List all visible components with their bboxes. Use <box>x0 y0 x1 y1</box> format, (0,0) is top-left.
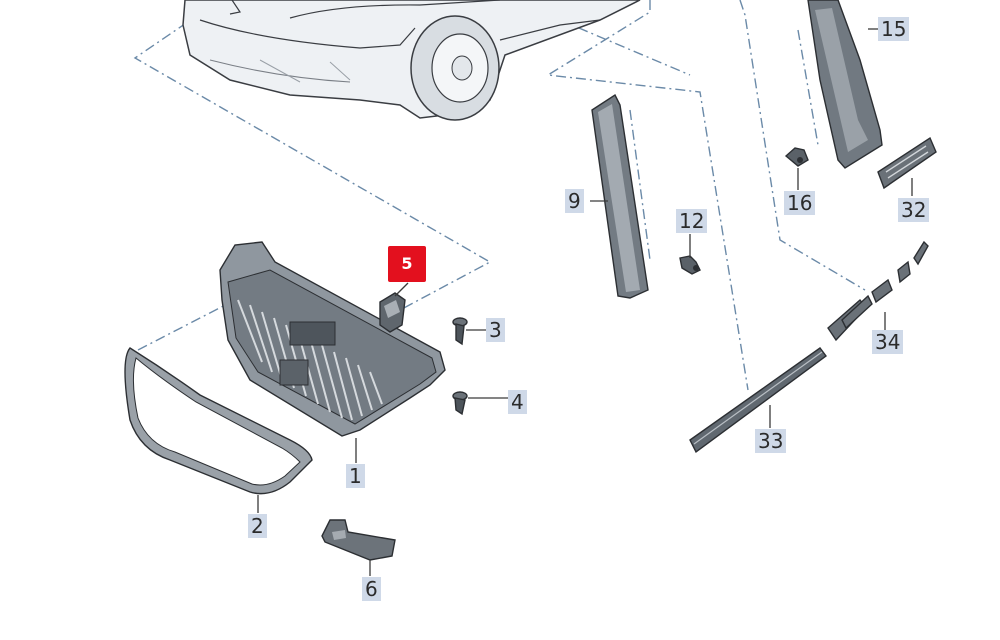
bracket-part[interactable] <box>321 519 396 561</box>
radiator-grille-part[interactable] <box>219 241 446 437</box>
callout-part-3[interactable]: 3 <box>486 318 505 342</box>
pillar-clip-part[interactable] <box>679 255 701 275</box>
lettering-emblems-part[interactable] <box>827 240 929 342</box>
callout-part-6[interactable]: 6 <box>362 577 381 601</box>
clip-part[interactable] <box>452 391 468 416</box>
screw-part[interactable] <box>452 317 468 346</box>
callout-part-12[interactable]: 12 <box>676 209 708 233</box>
callout-part-1[interactable]: 1 <box>346 464 365 488</box>
callout-part-34[interactable]: 34 <box>872 330 904 354</box>
callout-part-2[interactable]: 2 <box>248 514 267 538</box>
callout-part-5-selected[interactable]: 5 <box>388 246 426 282</box>
callout-part-32[interactable]: 32 <box>898 198 930 222</box>
rear-pillar-trim-part[interactable] <box>807 0 883 169</box>
door-strip-part[interactable] <box>689 347 827 454</box>
badge-part[interactable] <box>877 136 937 190</box>
leader-lines <box>257 28 913 576</box>
callout-part-33[interactable]: 33 <box>755 429 787 453</box>
trim-clip-part[interactable] <box>784 147 809 167</box>
callout-part-9[interactable]: 9 <box>565 189 584 213</box>
vehicle-front-illustration <box>182 0 641 121</box>
callout-part-16[interactable]: 16 <box>784 191 816 215</box>
pillar-trim-part[interactable] <box>591 93 649 299</box>
grille-frame-part[interactable] <box>124 347 313 495</box>
callout-part-15[interactable]: 15 <box>878 17 910 41</box>
callout-part-4[interactable]: 4 <box>508 390 527 414</box>
emblem-part[interactable] <box>379 292 406 333</box>
assembly-guide-lines <box>133 0 866 391</box>
